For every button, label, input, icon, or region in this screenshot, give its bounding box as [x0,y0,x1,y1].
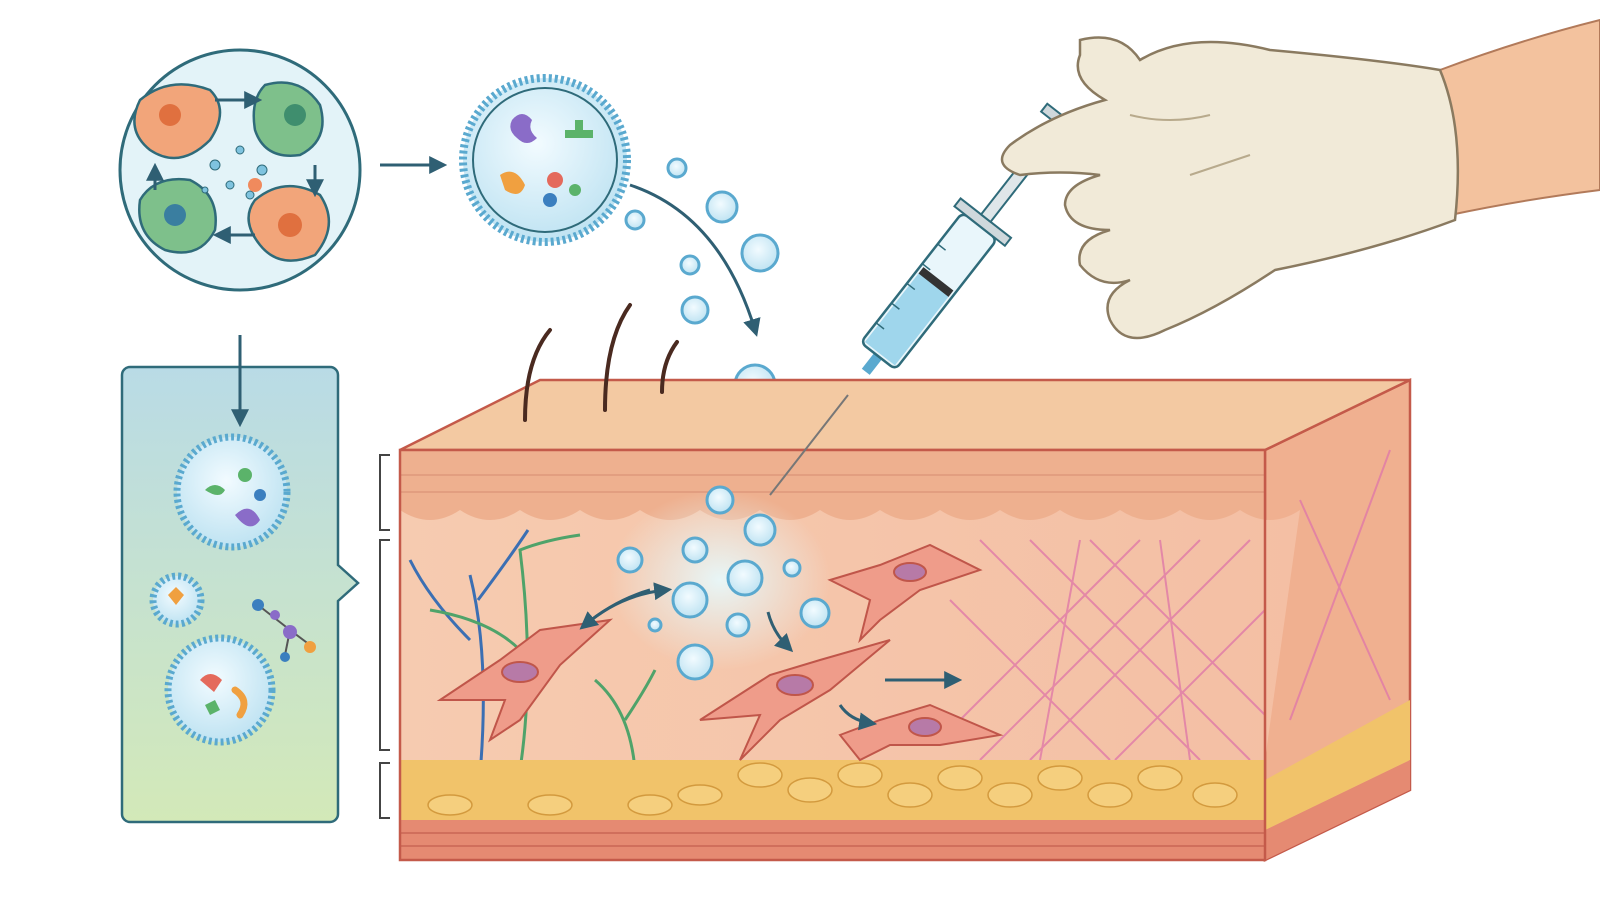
vesicle-icon [671,581,709,619]
exosome-icon [459,74,631,246]
vesicle-icon [647,617,663,633]
fibroblasts [436,543,1004,762]
fibroblast-icon [436,618,614,743]
layer-brackets [379,454,390,819]
vesicle-icon [624,209,646,231]
vesicle-icon [616,546,644,574]
dermal-vesicles [610,485,831,681]
epidermis-cells [400,474,1265,493]
muscle-layer [400,820,1265,860]
vesicle-icon [681,536,709,564]
vesicle-icon [740,233,780,273]
vesicle-icon [679,254,701,276]
vesicle-icon [799,597,831,629]
fat-cells [427,762,1238,816]
vesicle-icon [726,559,764,597]
skin-cross-section [398,378,1412,862]
vesicle-icon [782,558,802,578]
vesicle-icon [743,513,777,547]
vesicle-icon [676,643,714,681]
vesicle-icon [705,190,739,224]
fibroblast-icon [699,639,891,761]
fibroblast-icon [838,703,1004,762]
fibroblast-icon [827,543,983,644]
migration-arrows [579,582,963,731]
vesicle-icon [725,612,751,638]
cell-culture-icon [118,48,362,292]
molecule-icon [252,599,316,662]
exosome-cargo-panel [120,335,360,824]
skin-top-surface [399,378,1411,452]
gloved-hand-icon [1000,18,1600,340]
vesicle-icon [666,157,688,179]
vesicle-icon [705,485,735,515]
vesicle-icon [680,295,710,325]
collagen-fibers [949,449,1391,761]
hairs [523,303,679,422]
